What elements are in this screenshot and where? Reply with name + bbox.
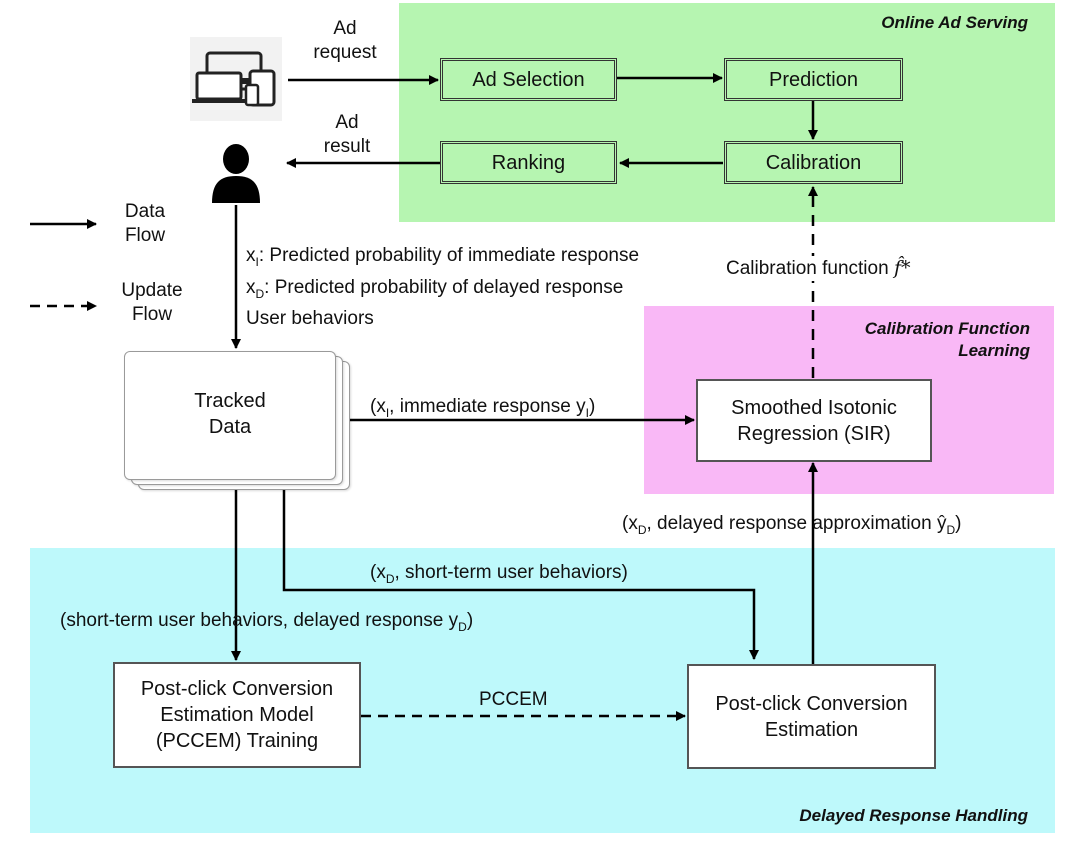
shortterm-delayed-a: (short-term user behaviors, delayed resp… [60, 610, 459, 631]
calibration-function-label: Calibration function f̂* [724, 256, 913, 281]
delayed-region-title: Delayed Response Handling [799, 806, 1028, 825]
xd-text: : Predicted probability of delayed respo… [264, 277, 624, 298]
online-region-title: Online Ad Serving [881, 13, 1028, 32]
pccem-label: PCCEM [479, 689, 548, 710]
calibration-region-title-line1: Calibration Function [864, 319, 1030, 338]
shortterm-sub: D [385, 571, 395, 586]
ad-request-line1: Ad [333, 18, 357, 39]
ad-request-line2: request [313, 42, 377, 63]
shortterm-label: (xD, short-term user behaviors) [370, 561, 628, 591]
calibration-region-title-line2: Learning [958, 341, 1030, 360]
user-behaviors-label: User behaviors [246, 308, 374, 329]
delayed-approx-c: ) [955, 513, 962, 534]
sir-line1: Smoothed Isotonic [731, 396, 897, 419]
xi-var: x [246, 245, 256, 266]
xi-text: : Predicted probability of immediate res… [258, 245, 640, 266]
tracked-data-box: Tracked Data [124, 351, 336, 480]
shortterm-delayed-label: (short-term user behaviors, delayed resp… [60, 609, 473, 639]
delayed-approx-b: , delayed response approximation ŷ [646, 513, 947, 534]
immediate-b: , immediate response y [389, 396, 586, 417]
shortterm-b: , short-term user behaviors) [394, 562, 628, 583]
ad-result-line2: result [323, 136, 371, 157]
post-click-estimation-box: Post-click Conversion Estimation [687, 664, 936, 769]
user-icon [210, 143, 262, 203]
training-line1: Post-click Conversion [140, 678, 334, 700]
delayed-approx-label: (xD, delayed response approximation ŷD) [622, 512, 961, 542]
immediate-sub2: I [585, 405, 589, 420]
calibration-region-title: Calibration Function Learning [865, 318, 1030, 362]
calib-fn-text: Calibration function [726, 258, 894, 279]
xi-definition-label: xI: Predicted probability of immediate r… [246, 244, 639, 274]
tracked-data-line1: Tracked [194, 390, 266, 412]
estimation-line2: Estimation [764, 718, 859, 741]
immediate-c: ) [588, 396, 596, 417]
legend-data-flow-label: Data Flow [110, 200, 180, 248]
xd-sub: D [255, 286, 265, 301]
ad-selection-box: Ad Selection [440, 58, 617, 101]
immediate-sub1: I [385, 405, 390, 420]
tracked-to-estimation-arrow [282, 490, 759, 660]
delayed-approx-a: (x [622, 513, 638, 534]
sir-line2: Regression (SIR) [737, 422, 891, 445]
xd-definition-label: xD: Predicted probability of delayed res… [246, 276, 623, 306]
sir-box: Smoothed Isotonic Regression (SIR) [696, 379, 932, 462]
estimation-line1: Post-click Conversion [715, 692, 908, 715]
prediction-box: Prediction [724, 58, 903, 101]
xi-sub: I [255, 254, 259, 269]
shortterm-delayed-sub: D [458, 619, 467, 634]
tracked-data-line2: Data [208, 416, 252, 438]
shortterm-a: (x [370, 562, 386, 583]
ad-result-line1: Ad [335, 112, 359, 133]
xd-var: x [246, 277, 256, 298]
immediate-response-label: (xI, immediate response yI) [370, 395, 595, 425]
legend-data-line2: Flow [124, 225, 166, 246]
pccem-training-box: Post-click Conversion Estimation Model (… [113, 662, 361, 768]
ranking-box: Ranking [440, 141, 617, 184]
legend-update-flow-label: Update Flow [112, 279, 192, 327]
training-line2: Estimation Model [160, 704, 314, 726]
immediate-a: (x [370, 396, 386, 417]
training-line3: (PCCEM) Training [155, 730, 319, 752]
legend-data-line1: Data [124, 201, 166, 222]
shortterm-delayed-b: ) [466, 610, 474, 631]
devices-icon [190, 37, 282, 121]
calib-fn-symbol: f̂* [893, 257, 911, 279]
calibration-box: Calibration [724, 141, 903, 184]
legend-update-line2: Flow [131, 304, 173, 325]
delayed-approx-sub2: D [946, 522, 956, 537]
legend-update-line1: Update [121, 280, 183, 301]
ad-request-label: Ad request [300, 17, 390, 65]
ad-result-label: Ad result [302, 111, 392, 159]
online-ad-serving-region [399, 3, 1055, 222]
delayed-approx-sub1: D [637, 522, 647, 537]
